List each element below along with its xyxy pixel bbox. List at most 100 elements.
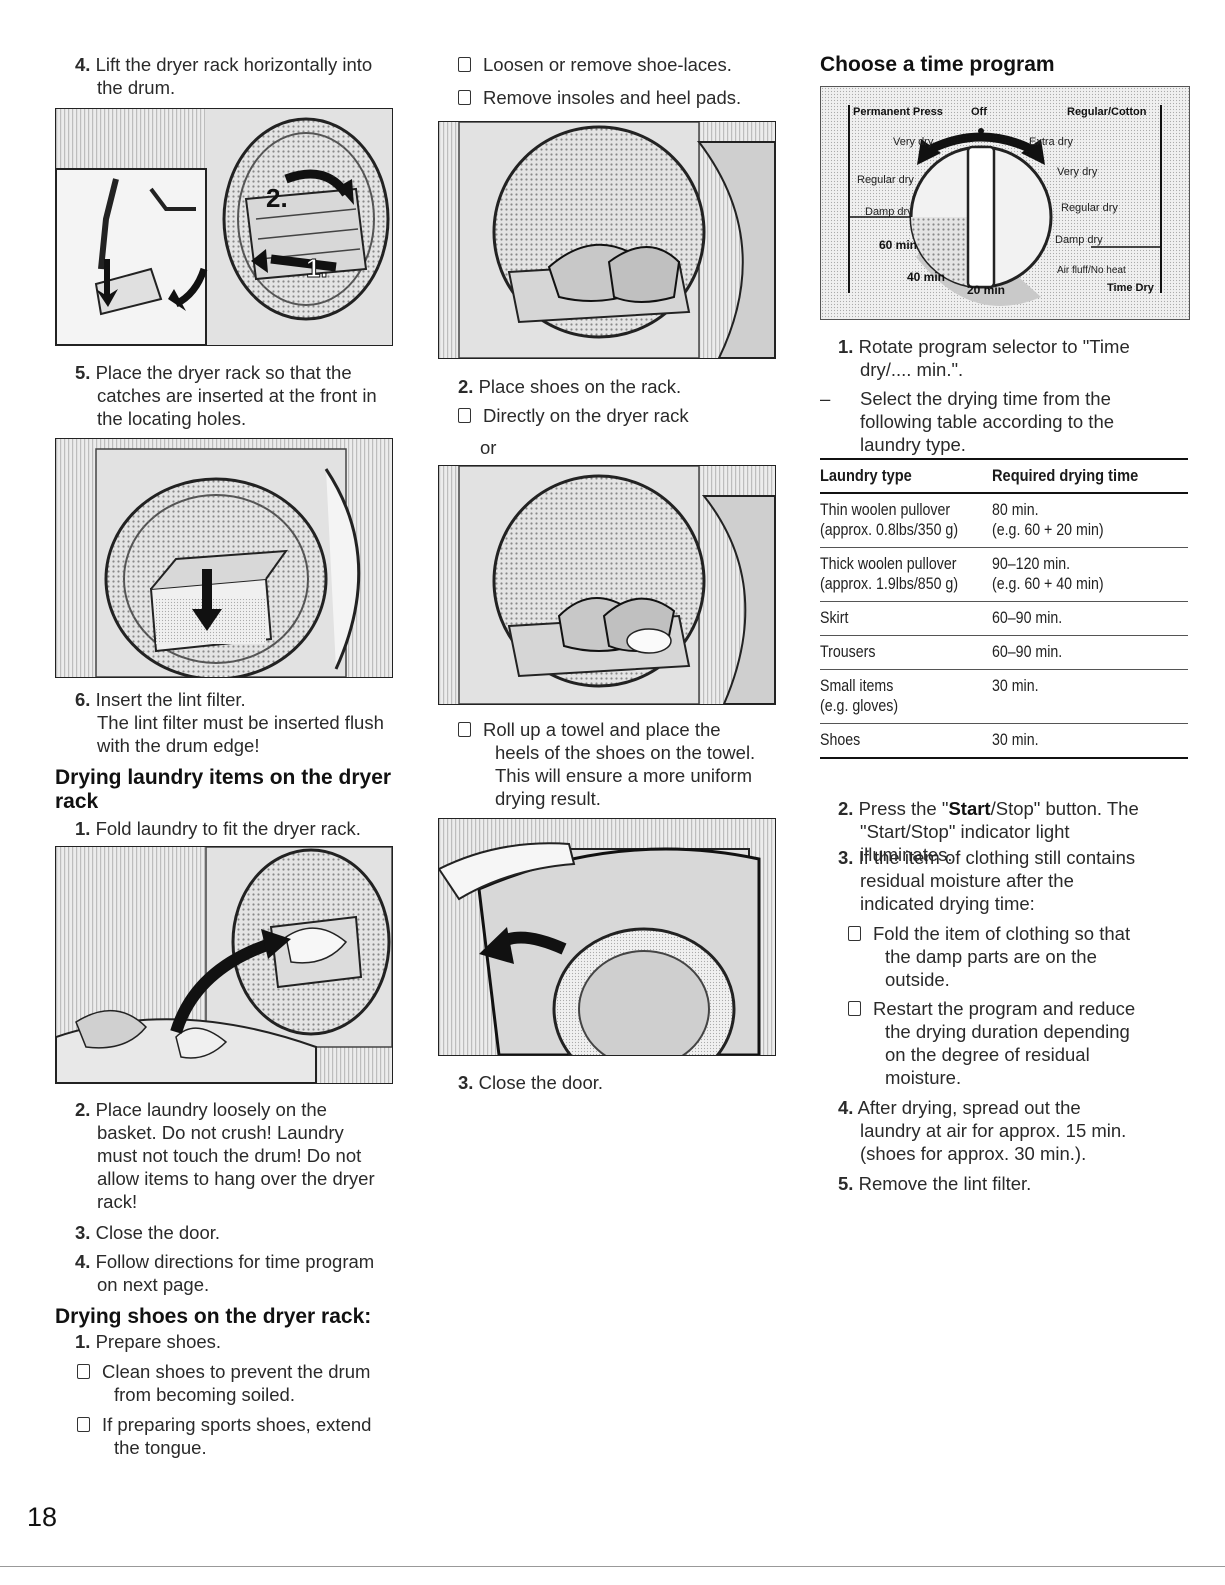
table-cell-main: Skirt — [820, 609, 849, 627]
checkbox-bullet-icon — [848, 1001, 861, 1016]
table-cell-sub: (e.g. gloves) — [820, 697, 899, 715]
time-step-2: 2. Press the "Start/Stop" button. The "S… — [838, 798, 1139, 865]
table-row: Shoes 30 min. — [820, 723, 1188, 759]
dial-label-time-dry: Time Dry — [1107, 282, 1155, 294]
step-6-insert-lint-filter: 6. Insert the lint filter. The lint filt… — [75, 689, 384, 756]
table-cell-laundry-type: Thin woolen pullover (approx. 0.8lbs/350 … — [820, 493, 992, 548]
dial-label-regular-dry-left: Regular dry — [857, 174, 914, 186]
dial-label-air-fluff: Air fluff/No heat — [1057, 265, 1126, 276]
heading-choose-time-program: Choose a time program — [820, 53, 1055, 76]
drying-time-table-grid: Laundry type Required drying time Thin w… — [820, 458, 1188, 759]
table-cell-main: Trousers — [820, 643, 876, 661]
table-cell-drying-time: 80 min. (e.g. 60 + 20 min) — [992, 493, 1188, 548]
time-step-1: 1. Rotate program selector to "Time dry/… — [838, 336, 1130, 380]
checkbox-bullet-icon — [458, 90, 471, 105]
table-cell-laundry-type: Trousers — [820, 635, 992, 670]
bullet-insoles: Remove insoles and heel pads. — [458, 86, 788, 109]
table-header-laundry-type: Laundry type — [820, 458, 968, 494]
table-cell-laundry-type: Shoes — [820, 723, 992, 759]
page-number: 18 — [27, 1502, 58, 1532]
dial-label-off: Off — [971, 106, 987, 118]
or-separator: or — [480, 437, 497, 458]
lint-filter-illustration — [56, 439, 392, 677]
table-cell-drying-time: 60–90 min. — [992, 601, 1188, 636]
laundry-step-4: 4. Follow directions for time program on… — [75, 1251, 375, 1295]
laundry-on-rack-illustration — [56, 847, 392, 1083]
laundry-step-2: 2. Place laundry loosely on the basket. … — [75, 1099, 375, 1212]
checkbox-bullet-icon — [77, 1364, 90, 1379]
table-cell-drying-time: 90–120 min. (e.g. 60 + 40 min) — [992, 547, 1188, 602]
dial-label-40-min: 40 min — [907, 270, 945, 284]
figure-shoes-on-towel — [438, 465, 776, 705]
table-cell-drying-time: 30 min. — [992, 723, 1188, 759]
table-cell-sub: (approx. 0.8lbs/350 g) — [820, 521, 959, 539]
program-dial-illustration: Permanent Press Off Regular/Cotton Very … — [821, 87, 1189, 319]
checkbox-bullet-icon — [458, 57, 471, 72]
table-cell-main: 90–120 min. — [992, 555, 1071, 573]
close-door-illustration — [439, 819, 775, 1055]
checkbox-bullet-icon — [77, 1417, 90, 1432]
shoes-on-towel-illustration — [439, 466, 775, 704]
shoes-bullet-tongue: If preparing sports shoes, extend the to… — [77, 1413, 417, 1459]
drying-time-table: Laundry type Required drying time Thin w… — [820, 458, 1188, 759]
laundry-step-1: 1. Fold laundry to fit the dryer rack. — [75, 818, 361, 839]
dial-label-regular-dry-right: Regular dry — [1061, 202, 1118, 214]
time-step-4: 4. After drying, spread out the laundry … — [838, 1097, 1127, 1164]
shoes-bullet-clean: Clean shoes to prevent the drum from bec… — [77, 1360, 417, 1406]
laundry-step-3: 3. Close the door. — [75, 1222, 221, 1243]
step-2-place-shoes: 2. Place shoes on the rack. — [458, 376, 682, 397]
figure-shoes-on-rack — [438, 121, 776, 359]
dial-label-damp-dry-right: Damp dry — [1055, 234, 1103, 246]
step-4-lift-rack: 4. Lift the dryer rack horizontally into… — [75, 54, 373, 98]
table-cell-laundry-type: Small items (e.g. gloves) — [820, 669, 992, 724]
bullet-restart-program: Restart the program and reduce the dryin… — [848, 997, 1193, 1089]
bullet-directly-on-rack: Directly on the dryer rack — [458, 404, 788, 427]
figure-close-door — [438, 818, 776, 1056]
figure-laundry-on-rack — [55, 846, 393, 1084]
table-cell-laundry-type: Thick woolen pullover(approx. 1.9lbs/850… — [820, 547, 992, 602]
table-cell-main: Shoes — [820, 731, 861, 749]
bullet-roll-towel: Roll up a towel and place the heels of t… — [458, 718, 803, 810]
shoes-on-rack-illustration — [439, 122, 775, 358]
figure-rack-into-drum: 2. 1. — [55, 108, 393, 346]
dial-label-permanent-press: Permanent Press — [853, 106, 943, 118]
table-cell-main: 30 min. — [992, 731, 1039, 749]
shoes-step-1: 1. Prepare shoes. — [75, 1331, 222, 1352]
table-cell-main: Thick woolen pullover — [820, 555, 957, 573]
table-cell-main: 30 min. — [992, 677, 1039, 695]
table-cell-main: Thin woolen pullover — [820, 501, 951, 519]
figure-program-dial: Permanent Press Off Regular/Cotton Very … — [820, 86, 1190, 320]
heading-drying-laundry: Drying laundry items on the dryer rack — [55, 766, 392, 813]
table-cell-sub: (e.g. 60 + 40 min) — [992, 575, 1104, 593]
select-drying-time-note: – Select the drying time from the follow… — [820, 388, 1115, 455]
checkbox-bullet-icon — [458, 408, 471, 423]
footer-rule — [0, 1566, 1225, 1567]
table-cell-sub: (e.g. 60 + 20 min) — [992, 521, 1104, 539]
bullet-laces: Loosen or remove shoe-laces. — [458, 53, 788, 76]
figure-lint-filter — [55, 438, 393, 678]
checkbox-bullet-icon — [848, 926, 861, 941]
dial-label-very-dry-left: Very dry — [893, 136, 934, 148]
table-header-required-time: Required drying time — [992, 458, 1161, 494]
table-row: Thick woolen pullover(approx. 1.9lbs/850… — [820, 547, 1188, 602]
dial-label-20-min: 20 min — [967, 283, 1005, 297]
time-step-5: 5. Remove the lint filter. — [838, 1173, 1032, 1194]
bullet-fold-damp-parts: Fold the item of clothing so that the da… — [848, 922, 1193, 991]
dial-label-extra-dry: Extra dry — [1029, 136, 1074, 148]
table-header-row: Laundry type Required drying time — [820, 458, 1188, 494]
dial-label-damp-dry-left: Damp dry — [865, 206, 913, 218]
figure-label-2: 2. — [266, 183, 288, 213]
heading-drying-shoes: Drying shoes on the dryer rack: — [55, 1305, 372, 1328]
dial-label-60-min: 60 min — [879, 238, 917, 252]
table-row: Skirt 60–90 min. — [820, 601, 1188, 636]
table-cell-main: 60–90 min. — [992, 643, 1063, 661]
table-row: Thin woolen pullover (approx. 0.8lbs/350 … — [820, 493, 1188, 548]
table-row: Trousers 60–90 min. — [820, 635, 1188, 670]
table-cell-main: 60–90 min. — [992, 609, 1063, 627]
step-3-close-door: 3. Close the door. — [458, 1072, 604, 1093]
table-cell-main: 80 min. — [992, 501, 1039, 519]
dial-label-regular-cotton: Regular/Cotton — [1067, 106, 1147, 118]
table-cell-main: Small items — [820, 677, 894, 695]
rack-into-drum-illustration: 2. 1. — [56, 109, 392, 345]
time-step-3: 3. If the item of clothing still contain… — [838, 847, 1136, 914]
